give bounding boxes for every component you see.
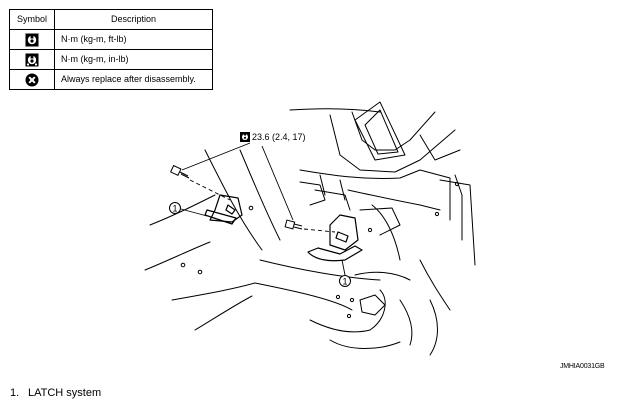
torque-wrench-in-lb-icon [25, 53, 39, 66]
latch-bracket-left [204, 194, 243, 225]
torque-value-label: 23.6 (2.4, 17) [252, 132, 306, 142]
always-replace-icon [25, 73, 39, 86]
bolt-right [284, 219, 303, 230]
legend-symbol-cell [9, 29, 55, 50]
legend-header-row: Symbol Description [9, 9, 213, 30]
legend-row: N·m (kg-m, ft-lb) [9, 29, 213, 50]
torque-wrench-icon [25, 33, 39, 46]
torque-leader-lines [181, 142, 294, 221]
figure-code: JMHIA0031GB [560, 363, 605, 370]
legend-symbol-cell [9, 49, 55, 70]
legend-row: N·m (kg-m, in-lb) [9, 49, 213, 70]
legend-symbol-cell [9, 69, 55, 90]
vehicle-body-structure [144, 101, 476, 356]
torque-wrench-icon [240, 132, 250, 142]
callout-number: 1 [172, 204, 177, 214]
parts-caption: 1. LATCH system [10, 387, 101, 399]
latch-bracket-right [307, 214, 363, 262]
symbol-legend-table: Symbol Description N·m (kg-m, ft-lb) N [9, 9, 213, 90]
legend-row: Always replace after disassembly. [9, 69, 213, 90]
callout-1-right: 1 [339, 259, 351, 287]
caption-number: 1. [10, 387, 20, 399]
callout-1-left: 1 [169, 202, 208, 217]
callout-number: 1 [342, 277, 347, 287]
assembly-guide-lines [189, 179, 336, 233]
caption-text: LATCH system [28, 387, 102, 399]
bolt-left [170, 164, 190, 179]
legend-description: Always replace after disassembly. [54, 69, 213, 90]
